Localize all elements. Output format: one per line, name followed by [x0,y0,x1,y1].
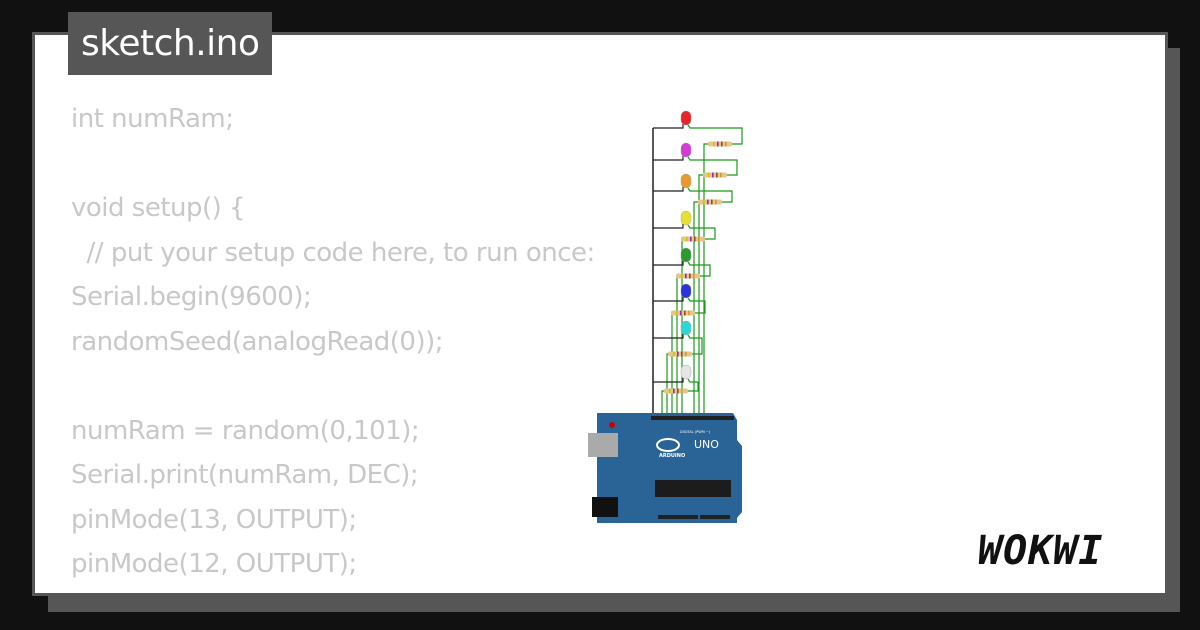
pin-wire [676,275,678,417]
pin-wire [661,390,664,417]
resistor-band [680,310,682,316]
resistor-band [681,388,683,394]
led-wire [687,297,706,314]
pin-header [651,416,697,420]
reset-button [609,422,615,428]
pin-wire [693,201,698,417]
resistor-band [686,236,688,242]
analog-header [700,515,730,519]
led [680,173,692,189]
resistor-band [694,236,696,242]
resistor [703,172,727,178]
resistor-band [681,351,683,357]
ground-wire [653,124,684,129]
pin-wire [666,353,668,417]
resistor [708,141,732,147]
board-label: UNO [694,438,719,451]
resistor-band [707,199,709,205]
resistor-band [716,172,718,178]
resistor-band [712,172,714,178]
file-title: sketch.ino [68,12,273,75]
code-line: // put your setup code here, to run once… [71,237,596,268]
code-line: pinMode(13, OUTPUT); [71,504,357,535]
pin-header [690,416,734,420]
board-header-label: DIGITAL (PWM ~) [680,430,711,434]
code-line: Serial.begin(9600); [71,282,312,312]
pin-wire [698,174,703,417]
led-wire [687,124,743,145]
board-brand: ARDUINO [659,453,685,459]
led [680,142,692,158]
resistor-band [713,141,715,147]
resistor [664,388,688,394]
led-wire [687,334,703,355]
ground-wire [653,261,684,266]
resistor-band [698,236,700,242]
led-wire [687,378,699,392]
led [680,210,692,226]
pin-wire [671,312,673,417]
code-line: void setup() { [71,193,246,223]
resistor-band [720,172,722,178]
ground-wire [653,156,684,161]
resistor-band [693,273,695,279]
resistor-band [673,388,675,394]
led [680,110,692,126]
resistor-band [685,351,687,357]
resistor-band [677,388,679,394]
power-jack [592,497,618,517]
ground-wire [653,378,684,383]
resistor-band [681,273,683,279]
wokwi-logo: WOKWI [978,528,1104,574]
usb-port [588,433,618,457]
resistor [671,310,695,316]
ground-wire [653,334,684,339]
resistor-band [690,236,692,242]
resistor [698,199,722,205]
resistor-band [711,199,713,205]
resistor-band [676,310,678,316]
resistor-band [677,351,679,357]
resistor [681,236,705,242]
resistor-band [689,273,691,279]
led [680,364,692,380]
led-wire [687,261,711,277]
led [680,247,692,263]
resistor-band [688,310,690,316]
arduino-logo [656,438,680,452]
resistor-band [721,141,723,147]
microcontroller-chip [655,480,731,497]
resistor-band [715,199,717,205]
resistor-band [673,351,675,357]
preview-card: int numRam; void setup() { // put your s… [32,32,1168,596]
code-line: Serial.print(numRam, DEC); [71,460,419,490]
led-wire [687,224,716,240]
ground-wire [653,187,684,192]
led-wire [687,156,738,176]
led [680,283,692,299]
resistor-band [725,141,727,147]
code-line: int numRam; [71,104,234,134]
code-line: randomSeed(analogRead(0)); [71,326,444,357]
ground-wire [653,297,684,302]
resistor-band [703,199,705,205]
ground-wire [653,224,684,229]
resistor-band [717,141,719,147]
code-line: pinMode(12, OUTPUT); [71,549,357,579]
led [680,320,692,336]
led-wire [687,187,733,203]
arduino-board [597,413,742,523]
resistor-band [684,310,686,316]
power-header [658,515,698,519]
resistor-band [685,273,687,279]
pin-wire [703,143,708,417]
resistor-band [669,388,671,394]
resistor [676,273,700,279]
resistor-band [708,172,710,178]
resistor [668,351,692,357]
code-line: numRam = random(0,101); [71,415,420,446]
code-preview: int numRam; void setup() { // put your s… [71,97,595,587]
